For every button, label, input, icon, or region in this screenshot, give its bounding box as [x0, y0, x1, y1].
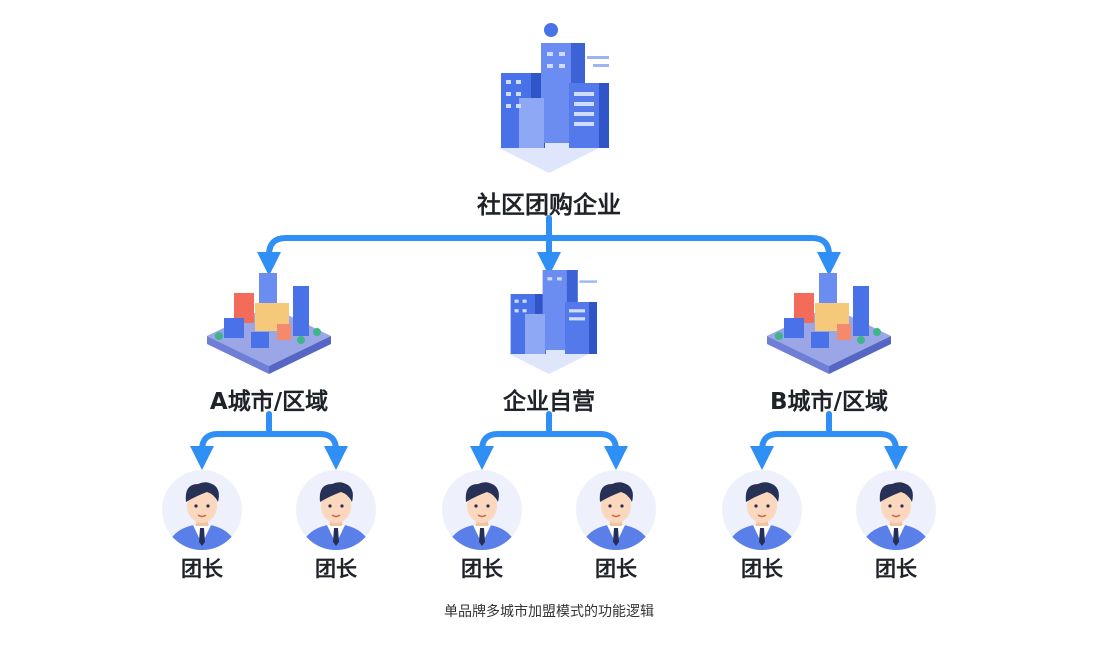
root-connectors [257, 215, 841, 276]
leader-label: 团长 [741, 557, 783, 581]
leader-label: 团长 [595, 557, 637, 581]
arrow-to-b-city [546, 235, 841, 276]
branch-connectors [190, 411, 908, 470]
leader-avatar [442, 470, 522, 550]
branch-label-a-city: A城市/区域 [209, 389, 329, 415]
leader-label: 团长 [181, 557, 223, 581]
leader-label: 团长 [315, 557, 357, 581]
leader-label: 团长 [875, 557, 917, 581]
office-buildings-icon [499, 23, 609, 173]
city-block-icon [207, 273, 331, 374]
branch-label-b-city: B城市/区域 [770, 389, 888, 415]
leader-label: 团长 [461, 557, 503, 581]
leader-avatar [722, 470, 802, 550]
leader-avatar [856, 470, 936, 550]
leader-avatar [576, 470, 656, 550]
arrow-to-a-city [257, 235, 552, 276]
branch-label-self-run: 企业自营 [503, 389, 595, 415]
leader-avatar [296, 470, 376, 550]
figure-caption: 单品牌多城市加盟模式的功能逻辑 [444, 604, 654, 620]
city-block-icon [767, 273, 891, 374]
root-label: 社区团购企业 [477, 191, 621, 219]
office-buildings-icon [509, 270, 597, 374]
leader-avatar [162, 470, 242, 550]
